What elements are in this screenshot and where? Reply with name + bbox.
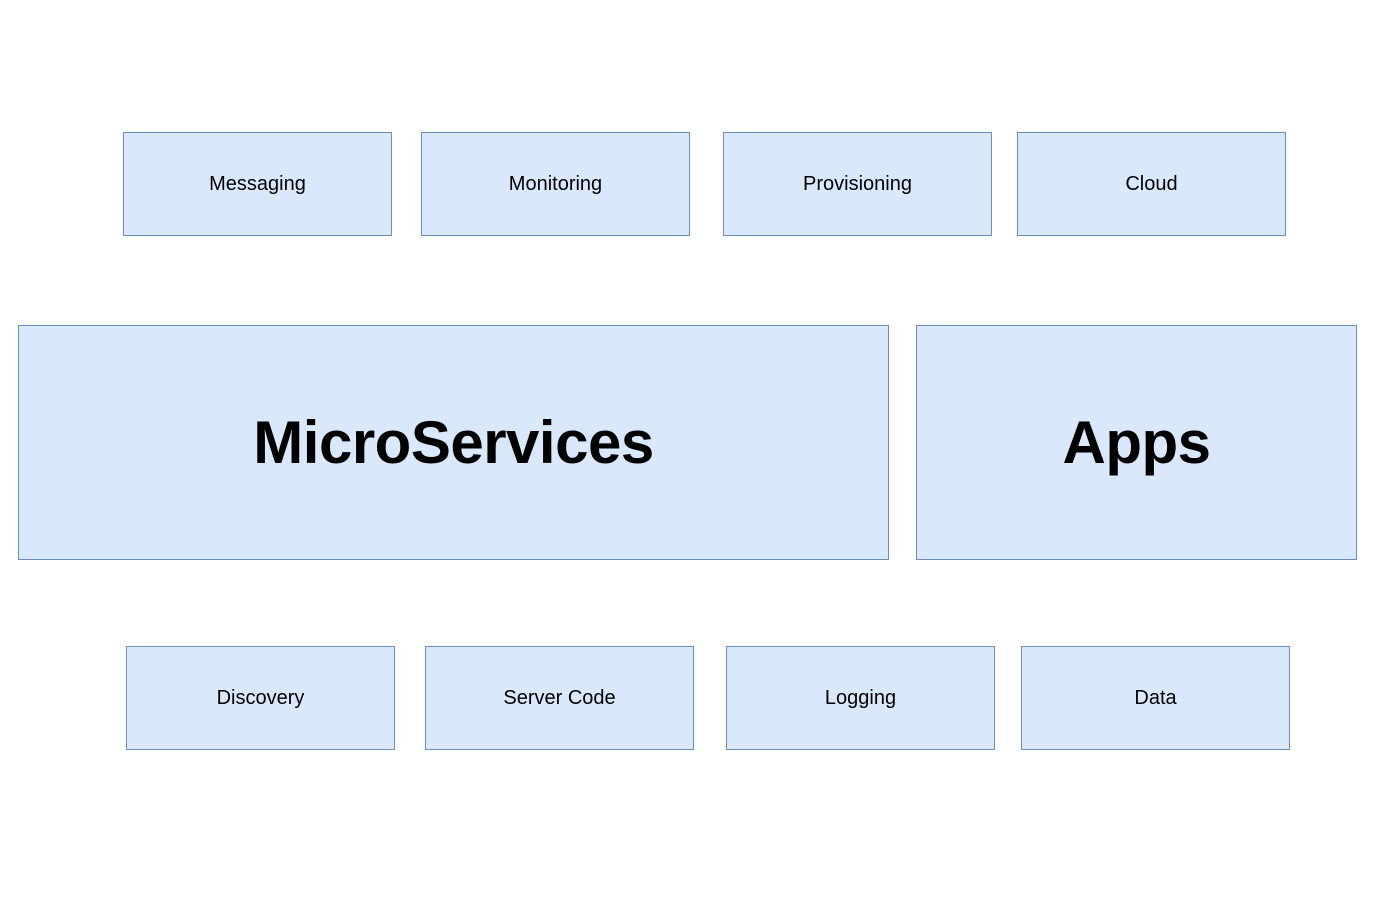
data-label: Data bbox=[1134, 686, 1177, 709]
cloud-box: Cloud bbox=[1017, 132, 1286, 236]
discovery-box: Discovery bbox=[126, 646, 395, 750]
messaging-box: Messaging bbox=[123, 132, 392, 236]
monitoring-box: Monitoring bbox=[421, 132, 690, 236]
cloud-label: Cloud bbox=[1125, 172, 1178, 195]
discovery-label: Discovery bbox=[216, 686, 305, 709]
provisioning-label: Provisioning bbox=[803, 172, 912, 195]
logging-box: Logging bbox=[726, 646, 995, 750]
server-code-label: Server Code bbox=[503, 686, 616, 709]
monitoring-label: Monitoring bbox=[508, 172, 603, 195]
server-code-box: Server Code bbox=[425, 646, 694, 750]
microservices-box: MicroServices bbox=[18, 325, 889, 560]
microservices-label: MicroServices bbox=[253, 409, 654, 476]
provisioning-box: Provisioning bbox=[723, 132, 992, 236]
apps-label: Apps bbox=[1062, 409, 1212, 476]
apps-box: Apps bbox=[916, 325, 1357, 560]
logging-label: Logging bbox=[824, 686, 897, 709]
messaging-label: Messaging bbox=[209, 172, 306, 195]
data-box: Data bbox=[1021, 646, 1290, 750]
